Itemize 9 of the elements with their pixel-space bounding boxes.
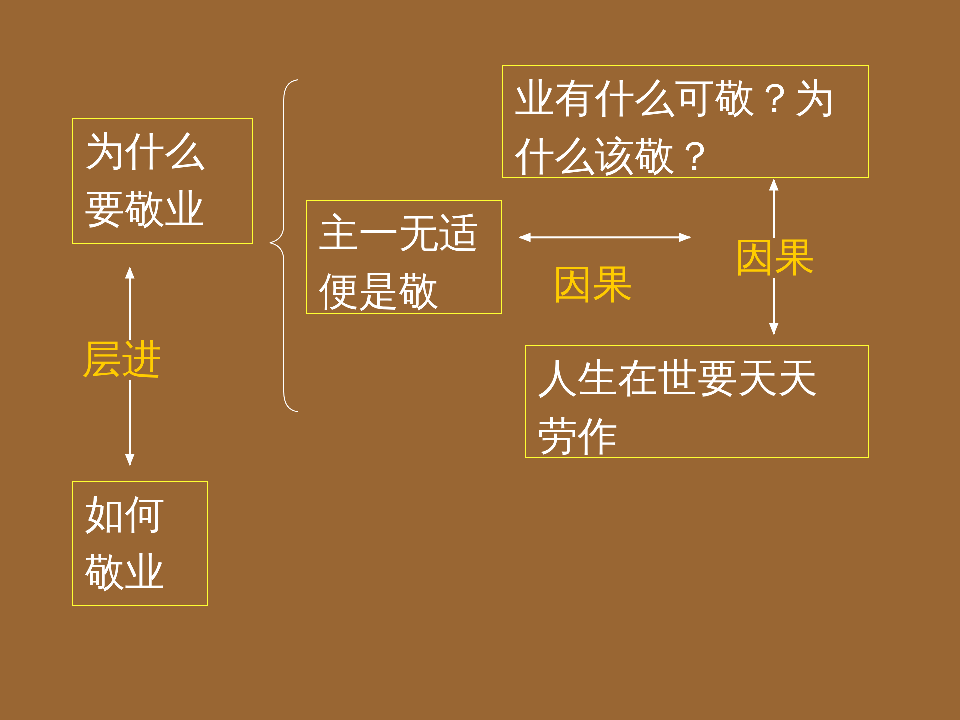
edge-label: 因果	[553, 264, 633, 305]
text-box: 主一无适便是敬	[306, 200, 502, 314]
text-box: 如何敬业	[72, 481, 208, 606]
edge-label: 因果	[735, 238, 815, 278]
text-box: 业有什么可敬？为什么该敬？	[502, 65, 869, 178]
edge-label: 层进	[82, 340, 162, 380]
arrow	[518, 232, 692, 242]
text-box: 人生在世要天天劳作	[525, 345, 869, 458]
text-box: 为什么要敬业	[72, 118, 253, 244]
